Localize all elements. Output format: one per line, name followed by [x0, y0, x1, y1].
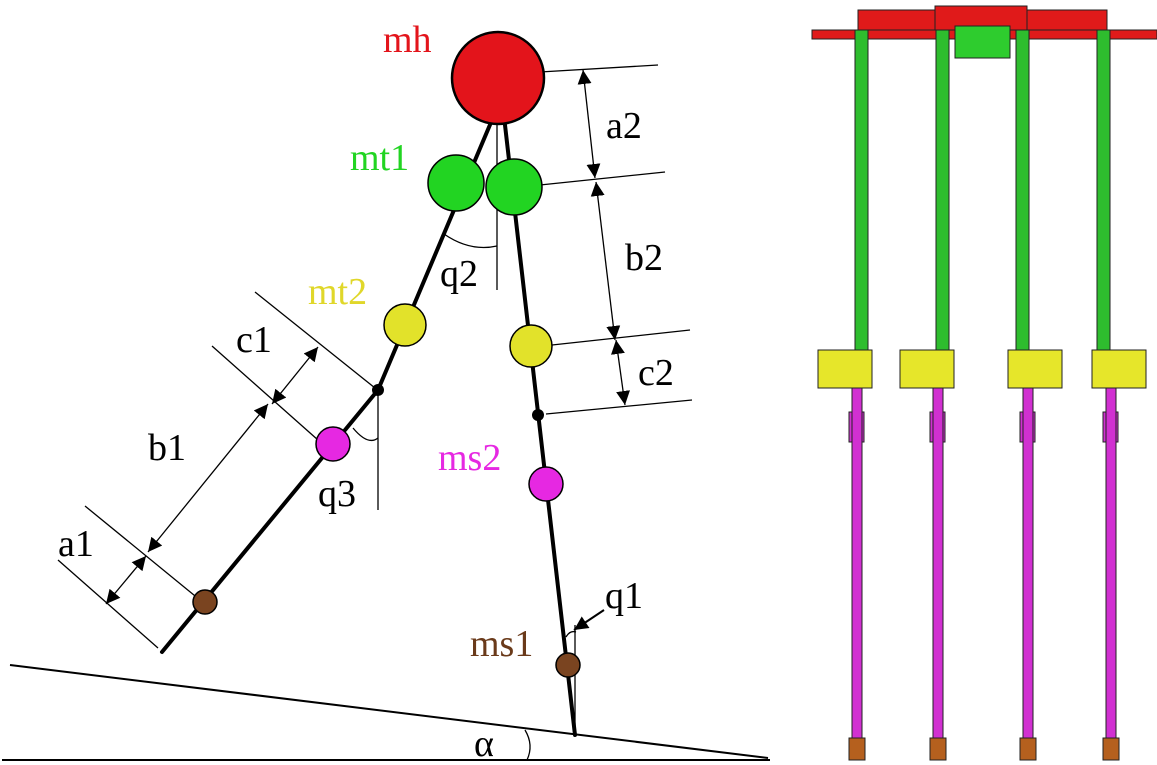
dim-ext-foot-swing [57, 559, 159, 649]
q2-arc [443, 233, 498, 249]
robot-hip-plate-right [1026, 9, 1108, 31]
label-q3: q3 [318, 473, 356, 515]
label-mt2: mt2 [308, 271, 367, 313]
thigh-mass-lower-swing [383, 303, 427, 347]
label-ms2: ms2 [438, 437, 501, 479]
dim-ext-knee-swing [254, 291, 376, 389]
thigh-mass-upper-swing [427, 154, 485, 212]
knee-joint-stance [532, 409, 544, 421]
dim-a2 [577, 69, 601, 179]
shank-mass-lower-stance [555, 652, 581, 678]
dim-c1 [271, 346, 319, 405]
robot-thigh-rod-3 [1015, 29, 1030, 361]
dim-a1 [105, 555, 147, 605]
label-q2: q2 [440, 253, 478, 295]
robot-knee-bracket-2 [899, 349, 955, 389]
alpha-arc [524, 729, 531, 761]
label-q1: q1 [605, 575, 643, 617]
robot-knee-bracket-1 [817, 349, 873, 389]
robot-cad-view [811, 5, 1157, 761]
stance-leg [503, 123, 577, 737]
label-ms1: ms1 [470, 623, 533, 665]
shank-mass-upper-stance [528, 466, 564, 502]
dim-c2 [610, 339, 631, 406]
label-c1: c1 [236, 319, 272, 361]
label-a2: a2 [606, 105, 642, 147]
label-alpha: α [474, 723, 494, 765]
label-mt1: mt1 [350, 137, 409, 179]
robot-hip-plate-left [857, 9, 939, 31]
slope-line [9, 664, 769, 759]
label-b2: b2 [625, 237, 663, 279]
swing-shank [160, 388, 380, 654]
label-a1: a1 [58, 523, 94, 565]
knee-joint-swing [372, 384, 384, 396]
dim-b2 [590, 181, 621, 341]
robot-thigh-rod-1 [854, 29, 869, 361]
robot-thigh-rod-4 [1096, 29, 1111, 361]
robot-knee-bracket-4 [1091, 349, 1147, 389]
dim-ext-knee [545, 399, 693, 415]
robot-thigh-rod-2 [935, 29, 950, 361]
dim-ext-mt1 [539, 171, 666, 186]
dim-ext-ms1-swing [84, 505, 201, 601]
dim-ext-hip [539, 64, 659, 73]
robot-knee-bracket-3 [1007, 349, 1063, 389]
label-c2: c2 [638, 352, 674, 394]
q3-arc [352, 427, 379, 442]
label-b1: b1 [148, 427, 186, 469]
hip-mass [450, 30, 546, 126]
robot-foot-1 [848, 737, 866, 761]
q1-pointer [573, 609, 605, 631]
robot-shank-rod-1 [851, 387, 863, 739]
dim-ext-mt2 [551, 329, 691, 346]
dim-ext-ms2-swing [211, 345, 319, 441]
walker-schematic: mh mt1 mt2 ms2 ms1 a2 b2 c2 c1 b1 a1 q2 … [2, 19, 770, 765]
robot-shank-rod-2 [932, 387, 944, 739]
robot-foot-4 [1102, 737, 1120, 761]
robot-shank-rod-4 [1105, 387, 1117, 739]
robot-hip-motor-box [954, 25, 1011, 59]
shank-mass-upper-swing [315, 426, 351, 462]
label-mh: mh [383, 19, 432, 61]
robot-foot-2 [929, 737, 947, 761]
shank-mass-lower-swing [192, 589, 218, 615]
dim-b1 [147, 403, 269, 553]
robot-shank-rod-3 [1022, 387, 1034, 739]
thigh-mass-lower-stance [509, 324, 553, 368]
thigh-mass-upper-stance [485, 158, 543, 216]
q1-arc [565, 630, 577, 638]
robot-foot-3 [1019, 737, 1037, 761]
